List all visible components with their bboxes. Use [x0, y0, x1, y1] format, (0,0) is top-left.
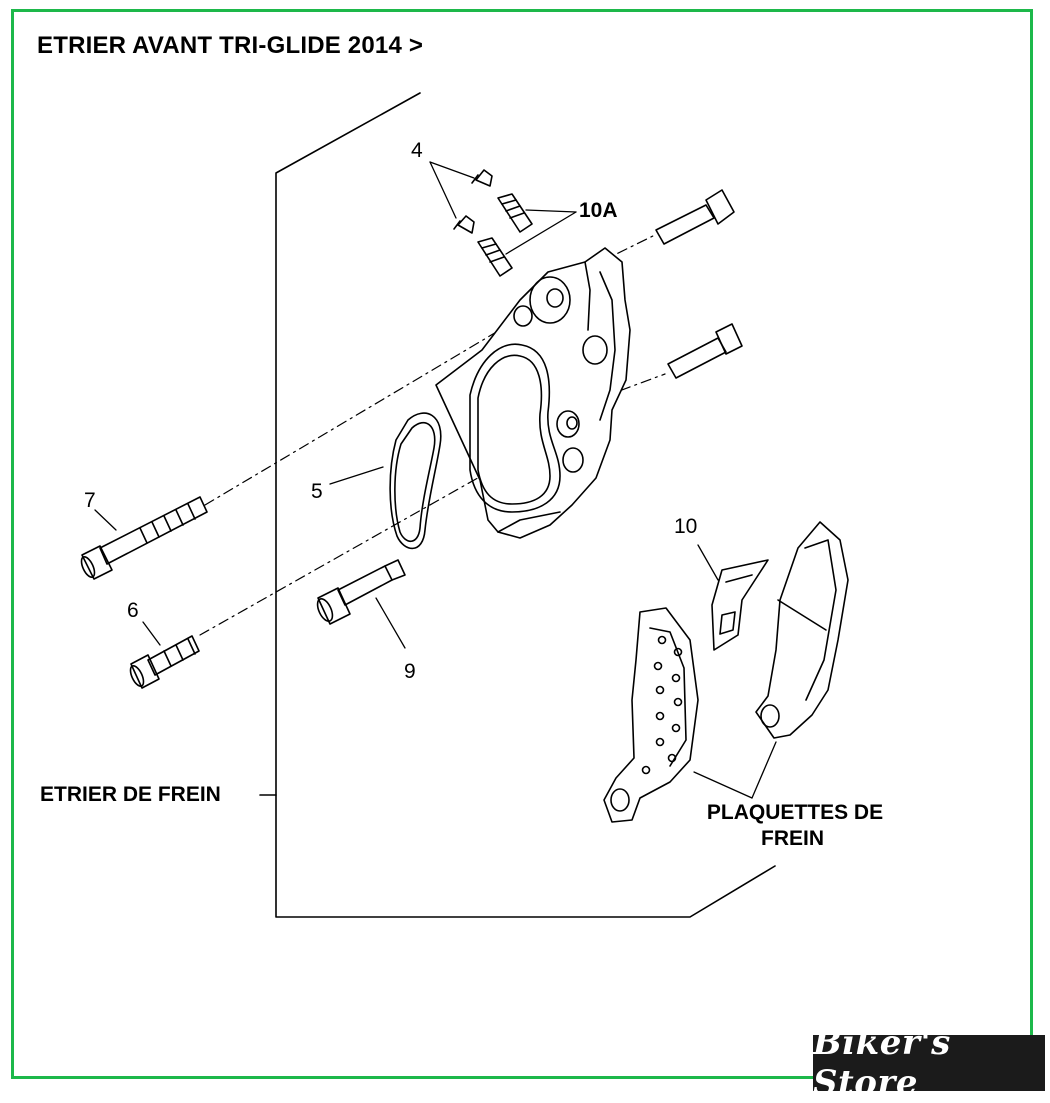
- seal-part-5: [389, 412, 442, 550]
- pad-clip-part-10: [711, 559, 769, 651]
- brake-pads: [603, 521, 849, 823]
- callout-10: 10: [674, 515, 698, 538]
- callout-4: 4: [411, 139, 423, 162]
- callout-5: 5: [311, 480, 323, 503]
- bleeder-valves: [453, 169, 533, 277]
- bolt-part-6: [129, 635, 200, 689]
- label-pads-line2: FREIN: [761, 827, 824, 850]
- bolt-part-7: [80, 496, 208, 580]
- callout-9: 9: [404, 660, 416, 683]
- bikers-store-logo: Biker's Store: [813, 1023, 1045, 1103]
- diagram-frame: [11, 9, 1033, 1079]
- mounting-bolts-right: [655, 189, 743, 379]
- callout-10a: 10A: [579, 199, 618, 222]
- caliper-group-bracket: [259, 92, 776, 918]
- diagram-title: ETRIER AVANT TRI-GLIDE 2014 >: [37, 32, 424, 59]
- label-pads-line1: PLAQUETTES DE: [706, 801, 884, 824]
- callout-7: 7: [84, 489, 96, 512]
- label-caliper: ETRIER DE FREIN: [40, 783, 221, 806]
- callout-leaders: [94, 161, 777, 799]
- pin-part-9: [316, 559, 406, 625]
- caliper-body: [435, 247, 631, 539]
- callout-6: 6: [127, 599, 139, 622]
